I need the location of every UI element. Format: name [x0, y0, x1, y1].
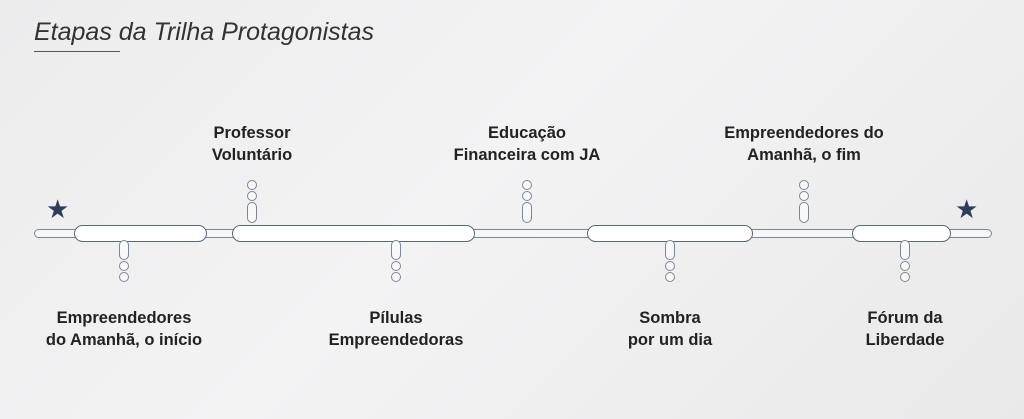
diagram-title: Etapas da Trilha Protagonistas [34, 18, 375, 46]
star-icon: ★ [46, 195, 70, 225]
timeline-segment-1 [74, 225, 207, 242]
bottom-connector-3 [664, 240, 676, 283]
timeline-segment-2 [232, 225, 475, 242]
top-connector-1 [246, 180, 258, 224]
star-icon: ★ [955, 195, 979, 225]
top-connector-2 [521, 180, 533, 224]
title-underline [34, 51, 120, 52]
bottom-connector-1 [118, 240, 130, 283]
bottom-connector-4 [899, 240, 911, 283]
bottom-connector-2 [390, 240, 402, 283]
top-connector-3 [798, 180, 810, 224]
timeline-track [34, 229, 992, 238]
